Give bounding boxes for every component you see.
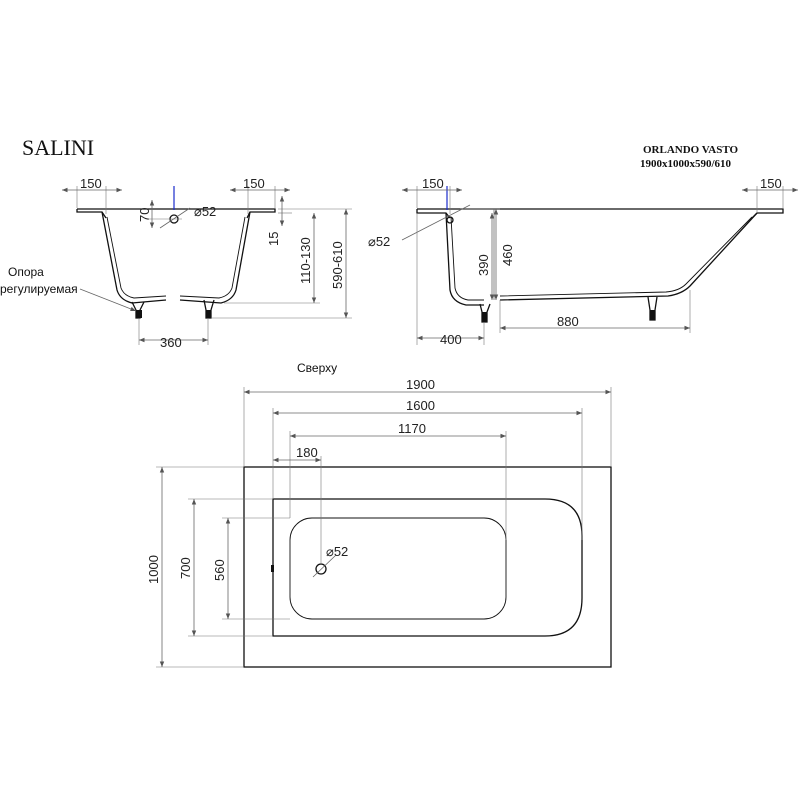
side-dim-left-rim: 150 bbox=[422, 176, 444, 191]
top-dim-inner-width: 700 bbox=[178, 557, 193, 579]
model-size: 1900x1000x590/610 bbox=[640, 158, 732, 170]
front-body-inner bbox=[106, 216, 246, 299]
front-foot-left-block bbox=[136, 310, 142, 318]
side-view: 150 150 ⌀52 390 460 400 880 bbox=[368, 176, 798, 347]
side-dim-outer-depth: 460 bbox=[500, 244, 515, 266]
front-dim-drain-depth: 70 bbox=[137, 208, 152, 222]
front-foot-right-block bbox=[206, 310, 211, 318]
top-dim-bottom-width: 560 bbox=[212, 559, 227, 581]
side-dim-bottom-length: 880 bbox=[557, 314, 579, 329]
front-dim-feet-height: 110-130 bbox=[298, 237, 313, 284]
top-dim-drain-offset: 180 bbox=[296, 445, 318, 460]
top-dim-bottom-length: 1170 bbox=[398, 421, 426, 436]
top-dim-inner-length: 1600 bbox=[406, 398, 435, 413]
side-foot-left-block bbox=[482, 312, 487, 322]
top-overflow-mark bbox=[271, 565, 274, 572]
side-body-outer bbox=[445, 212, 758, 306]
top-drain bbox=[315, 563, 327, 575]
support-label-line2: регулируемая bbox=[0, 282, 78, 296]
side-rim bbox=[416, 208, 784, 219]
front-dim-drain-diameter: ⌀52 bbox=[194, 204, 216, 219]
brand-title: SALINI bbox=[22, 135, 94, 160]
front-dim-left-rim: 150 bbox=[80, 176, 102, 191]
front-dim-right-rim: 150 bbox=[243, 176, 265, 191]
front-body-outer bbox=[101, 211, 251, 304]
front-dim-rim-thickness: 15 bbox=[266, 232, 281, 246]
front-view: 150 150 70 ⌀52 15 110-130 590-610 360 Оп… bbox=[0, 176, 352, 350]
front-dim-feet-spacing: 360 bbox=[160, 335, 182, 350]
top-dim-length: 1900 bbox=[406, 377, 435, 392]
top-dim-width: 1000 bbox=[146, 555, 161, 584]
top-inner-bowl bbox=[272, 498, 583, 637]
top-dim-drain-diameter: ⌀52 bbox=[326, 544, 348, 559]
side-foot-right-block bbox=[650, 310, 655, 320]
top-view-label: Сверху bbox=[297, 361, 337, 375]
side-drain-hole bbox=[446, 216, 454, 224]
top-view: Сверху 1900 1600 1170 180 ⌀52 bbox=[146, 361, 612, 668]
side-dim-inner-depth: 390 bbox=[476, 254, 491, 276]
side-dim-drain-diameter: ⌀52 bbox=[368, 234, 390, 249]
front-dim-total-height: 590-610 bbox=[330, 241, 345, 289]
front-rim bbox=[76, 208, 276, 219]
model-name: ORLANDO VASTO bbox=[643, 144, 739, 156]
support-label-line1: Опора bbox=[8, 265, 44, 279]
top-bottom-outline bbox=[289, 517, 507, 620]
side-dim-right-rim: 150 bbox=[760, 176, 782, 191]
side-dim-offset: 400 bbox=[440, 332, 462, 347]
top-outer-outline bbox=[243, 466, 612, 668]
side-body-inner bbox=[450, 216, 753, 301]
